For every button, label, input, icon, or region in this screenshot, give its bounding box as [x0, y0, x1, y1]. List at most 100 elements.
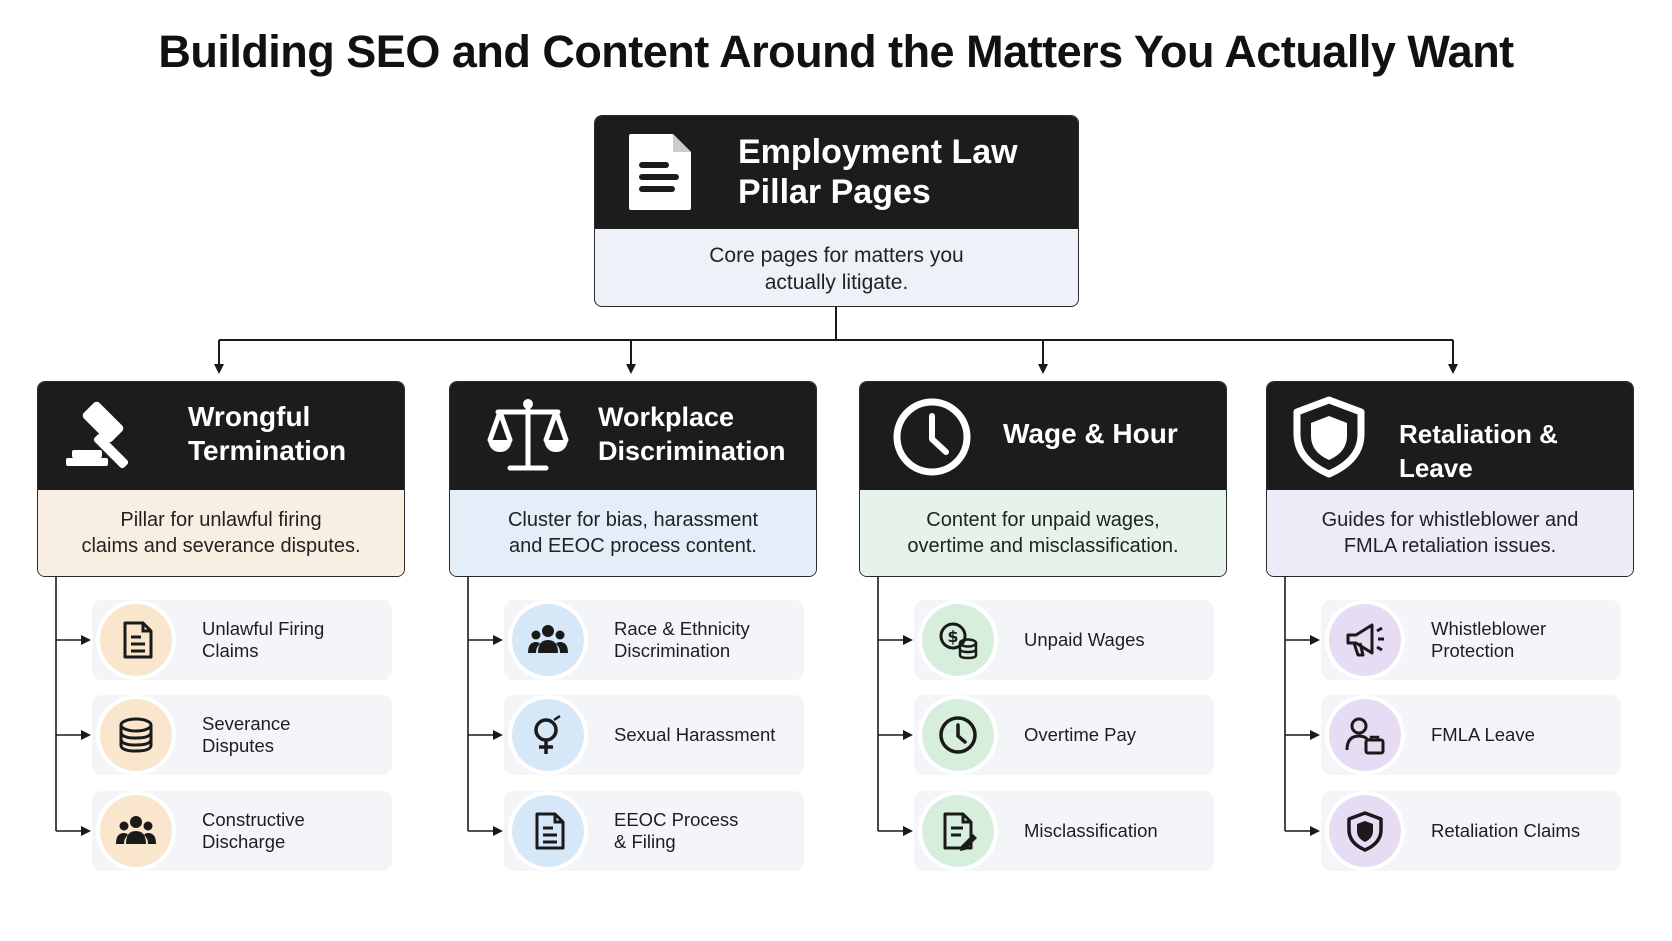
item-label-line: Discrimination — [614, 640, 731, 661]
pillar-title: Employment Law Pillar Pages — [738, 132, 1068, 212]
category-desc-line: Content for unpaid wages, — [926, 509, 1160, 531]
item-label: Unpaid Wages — [1024, 600, 1209, 680]
item-icon-circle — [922, 795, 994, 867]
category-desc-line: FMLA retaliation issues. — [1343, 535, 1557, 557]
shield-icon — [1347, 811, 1383, 852]
pillar-desc-line: actually litigate. — [764, 270, 909, 294]
item-icon-circle — [1329, 795, 1401, 867]
item-label-line: Protection — [1431, 640, 1515, 661]
category-desc-line: Guides for whistleblower and — [1321, 509, 1579, 531]
category-description: Pillar for unlawful firing claims and se… — [38, 490, 404, 576]
item-label-line: Unpaid Wages — [1024, 629, 1145, 650]
item-icon-circle — [1329, 604, 1401, 676]
item-label-line: Constructive — [202, 809, 305, 830]
sub-topic-item[interactable]: EEOC Process& Filing — [504, 791, 804, 871]
category-description: Content for unpaid wages, overtime and m… — [860, 490, 1226, 576]
category-title-line: Wage & Hour — [1003, 418, 1178, 449]
item-label-line: Discharge — [202, 831, 286, 852]
category-title-line: Retaliation & Leave — [1399, 419, 1558, 483]
person-briefcase-icon — [1345, 717, 1385, 755]
category-title: Wage & Hour — [1003, 417, 1178, 451]
category-card-workplace-discrimination: Workplace Discrimination Cluster for bia… — [449, 381, 817, 577]
sub-topic-item[interactable]: $ Unpaid Wages — [914, 600, 1214, 680]
document-icon — [123, 621, 153, 659]
item-icon-circle — [512, 699, 584, 771]
item-label-line: Unlawful Firing — [202, 618, 325, 639]
category-description: Guides for whistleblower and FMLA retali… — [1267, 490, 1633, 576]
category-title: Wrongful Termination — [188, 400, 346, 468]
item-label: Sexual Harassment — [614, 695, 799, 775]
item-icon-circle: $ — [922, 604, 994, 676]
coins-icon — [119, 717, 153, 753]
sub-topic-item[interactable]: FMLA Leave — [1321, 695, 1621, 775]
document-icon — [535, 812, 565, 850]
category-header: Workplace Discrimination — [450, 382, 816, 490]
item-label-line: Severance — [202, 713, 291, 734]
page-title: Building SEO and Content Around the Matt… — [158, 26, 1514, 77]
category-desc-line: overtime and misclassification. — [907, 535, 1179, 557]
megaphone-icon — [1346, 623, 1384, 657]
category-desc-line: and EEOC process content. — [509, 535, 757, 557]
category-desc-line: Pillar for unlawful firing — [120, 509, 322, 531]
item-icon-circle — [1329, 699, 1401, 771]
money-icon: $ — [939, 622, 978, 660]
category-title-line: Termination — [188, 435, 347, 466]
item-label-line: Race & Ethnicity — [614, 618, 750, 639]
item-label: Misclassification — [1024, 791, 1209, 871]
people-icon — [528, 625, 568, 653]
pillar-header: Employment Law Pillar Pages — [595, 116, 1078, 229]
item-label: EEOC Process& Filing — [614, 791, 799, 871]
people-icon — [116, 816, 156, 844]
pillar-card: Employment Law Pillar Pages Core pages f… — [594, 115, 1079, 307]
item-label-line: Overtime Pay — [1024, 724, 1137, 745]
pillar-title-line: Pillar Pages — [738, 173, 931, 211]
item-label-line: & Filing — [614, 831, 676, 852]
item-icon-circle — [922, 699, 994, 771]
category-title-line: Discrimination — [598, 436, 786, 466]
document-icon — [629, 134, 691, 210]
category-card-wage-hour: Wage & Hour Content for unpaid wages, ov… — [859, 381, 1227, 577]
sub-topic-item[interactable]: Misclassification — [914, 791, 1214, 871]
item-label-line: Whistleblower — [1431, 618, 1547, 639]
item-icon-circle — [100, 795, 172, 867]
category-header: Retaliation & Leave — [1267, 382, 1633, 490]
item-label: Retaliation Claims — [1431, 791, 1616, 871]
category-title: Workplace Discrimination — [598, 400, 786, 468]
category-title-line: Wrongful — [188, 401, 311, 432]
item-label: Overtime Pay — [1024, 695, 1209, 775]
category-title: Retaliation & Leave — [1399, 417, 1633, 485]
item-label-line: EEOC Process — [614, 809, 739, 830]
category-card-wrongful-termination: Wrongful Termination Pillar for unlawful… — [37, 381, 405, 577]
item-label: FMLA Leave — [1431, 695, 1616, 775]
item-label-line: FMLA Leave — [1431, 724, 1535, 745]
shield-icon — [1293, 396, 1365, 478]
pillar-description: Core pages for matters you actually liti… — [595, 229, 1078, 306]
item-icon-circle — [100, 604, 172, 676]
category-desc-line: Cluster for bias, harassment — [507, 509, 759, 531]
item-label-line: Disputes — [202, 735, 274, 756]
item-label-line: Claims — [202, 640, 259, 661]
category-desc-line: claims and severance disputes. — [81, 535, 361, 557]
sub-topic-item[interactable]: Retaliation Claims — [1321, 791, 1621, 871]
scales-icon — [487, 399, 569, 471]
gavel-icon — [66, 401, 129, 469]
category-description: Cluster for bias, harassment and EEOC pr… — [450, 490, 816, 576]
category-card-retaliation-leave: Retaliation & Leave Guides for whistlebl… — [1266, 381, 1634, 577]
category-header: Wrongful Termination — [38, 382, 404, 490]
sub-topic-item[interactable]: Overtime Pay — [914, 695, 1214, 775]
item-label-line: Misclassification — [1024, 820, 1158, 841]
item-icon-circle — [512, 795, 584, 867]
pillar-title-line: Employment Law — [738, 133, 1018, 171]
clock-icon — [893, 398, 971, 476]
sub-topic-item[interactable]: Sexual Harassment — [504, 695, 804, 775]
edit-document-icon — [943, 812, 977, 851]
